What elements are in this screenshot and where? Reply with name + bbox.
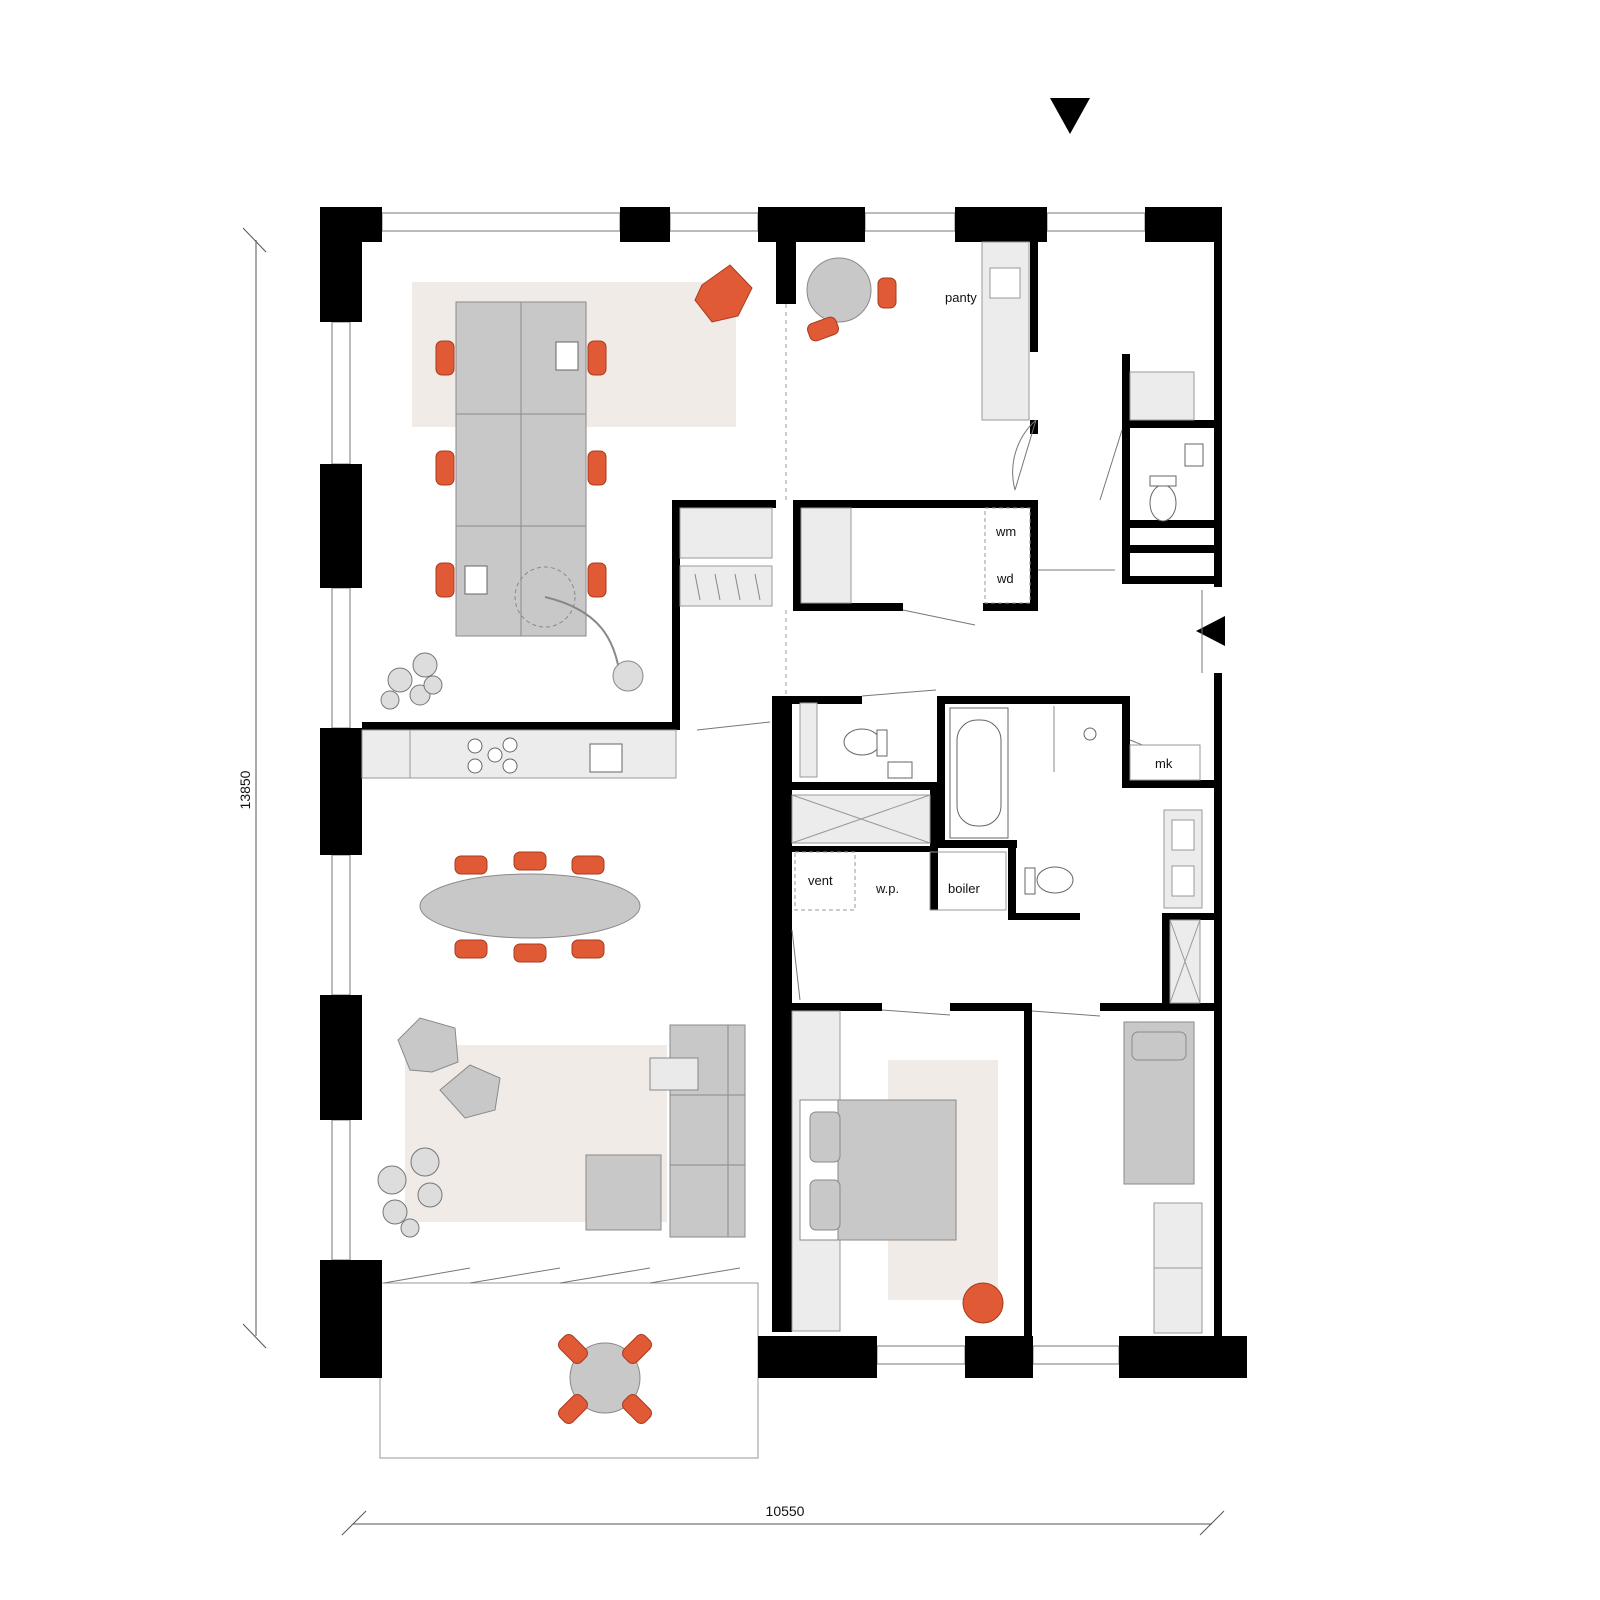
dryer-label: wd [996,571,1014,586]
shower [1053,706,1097,772]
meter-cupboard [1129,744,1201,781]
windows [331,212,1146,1365]
coat-cupboard [679,565,773,607]
boiler-closet [929,851,1007,911]
plant [377,1147,443,1238]
width-dimension-label: 10550 [766,1503,805,1519]
balcony-table [558,1334,652,1424]
shoe-cupboard [1129,371,1195,421]
kitchen-counter [361,729,677,779]
pantry-label: panty [945,290,977,305]
kitchen-sink [589,743,623,773]
oval-table-chairs [454,851,605,963]
bathtub [949,707,1009,839]
ottoman [585,1154,662,1231]
cooktop [467,737,518,774]
bathroom-toilet [1024,866,1074,895]
oval-dining-table [419,873,641,939]
plant [380,652,443,710]
single-bed [1123,1021,1195,1185]
toilet [1149,475,1177,522]
meter-cupboard-label: mk [1155,756,1173,771]
dining-chairs [435,340,607,598]
ventilation-label: vent [808,873,833,888]
dining-table [455,301,587,637]
floor-lamp [514,566,644,692]
side-table [649,1057,699,1091]
bistro-table [806,257,872,323]
guest-toilet [843,728,913,779]
lounge-chair [397,1017,501,1119]
utility-cupboard [799,702,818,778]
bistro-chair [807,316,839,342]
entrance-arrow-right [1196,616,1225,646]
balcony [379,1282,759,1459]
laundry-cabinet [800,507,852,604]
dimension-vertical: 13850 [237,227,267,1349]
height-dimension-label: 13850 [237,770,253,809]
boiler-label: boiler [948,881,980,896]
bistro-chair [877,277,897,309]
double-bed [799,1099,957,1241]
dimension-horizontal: 10550 [341,1503,1225,1536]
accent-armchair [694,264,753,323]
sofa [669,1024,746,1238]
bedroom-chair [962,1282,1004,1324]
washer-label: wm [995,524,1016,539]
hand-basin [1184,443,1204,467]
walls [320,207,1247,1378]
water-point-label: w.p. [875,881,899,896]
storage-cupboard [679,507,773,559]
entrance-arrow-top [1050,98,1090,134]
ventilation-closet [794,851,856,911]
